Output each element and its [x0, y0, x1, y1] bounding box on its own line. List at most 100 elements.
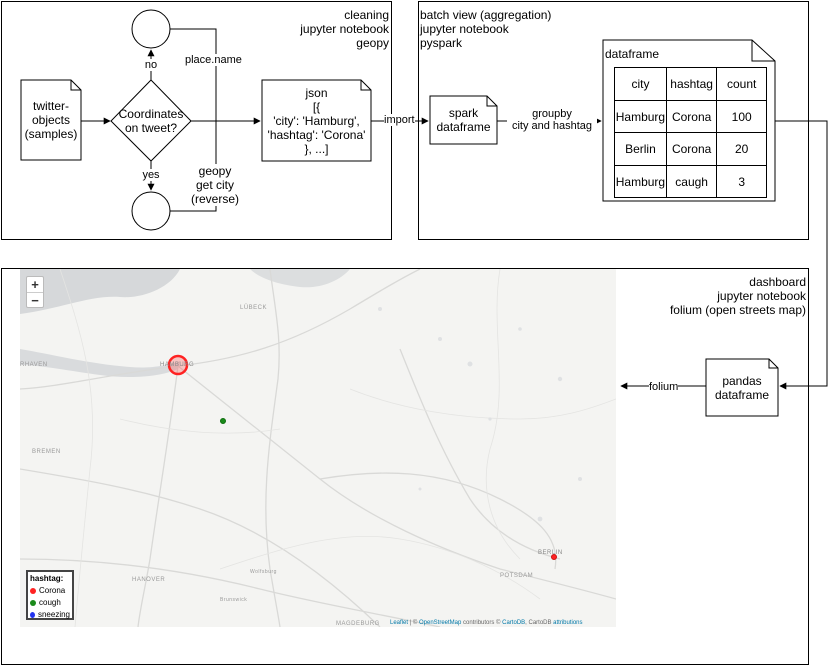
blue-dot-icon [30, 612, 35, 618]
table-header-city: city [614, 67, 667, 101]
batch-header: batch view (aggregation) jupyter noteboo… [420, 8, 551, 50]
map-base-layer [20, 269, 616, 627]
place-wolfsburg: Wolfsburg [250, 569, 277, 575]
json-line-3: 'city': 'Hamburg', [273, 114, 360, 128]
spark-dataframe-node: spark dataframe [430, 96, 497, 144]
twitter-objects-line-3: (samples) [24, 127, 78, 141]
place-hanover: HANOVER [132, 577, 166, 583]
table-cell: Hamburg [614, 165, 667, 198]
groupby-label: groupby city and hashtag [507, 108, 597, 132]
twitter-objects-line-2: objects [31, 113, 71, 127]
json-shape [261, 79, 372, 162]
red-dot-icon [30, 588, 36, 594]
berlin-corona-marker [551, 554, 557, 560]
twitter-objects-shape [20, 79, 82, 161]
batch-header-line-3: pyspark [420, 36, 463, 50]
legend-label: cough [39, 598, 61, 607]
place-lubeck: LÜBECK [240, 305, 268, 311]
zoom-in-button[interactable]: + [31, 277, 39, 292]
dataframe-table: city hashtag count Hamburg Corona 100 Be… [614, 67, 767, 198]
map-legend: hashtag: Corona cough sneezing [26, 570, 74, 620]
no-label: no [142, 59, 160, 71]
cleaning-header-line-1: cleaning [344, 8, 389, 22]
coordinates-decision-node: Coordinates on tweet? [111, 80, 191, 161]
folium-label: folium [649, 381, 679, 393]
batch-view-panel [418, 1, 809, 240]
table-row: Berlin Corona 20 [614, 132, 767, 166]
cleaning-header-line-2: jupyter notebook [300, 22, 389, 36]
place-name-label: place.name [185, 54, 242, 66]
table-cell: Corona [665, 132, 718, 166]
dashboard-header-line-3: folium (open streets map) [669, 303, 806, 317]
folium-map[interactable]: LÜBECK HAMBURG RHAVEN BREMEN BERLIN POTS… [20, 269, 616, 627]
place-bremen: BREMEN [32, 449, 61, 455]
decision-line-2: on tweet? [124, 120, 178, 135]
pandas-line-2: dataframe [714, 387, 770, 402]
hamburg-corona-marker [167, 354, 189, 376]
legend-label: Corona [39, 586, 66, 595]
table-cell: Berlin [614, 132, 667, 166]
geopy-label-line-1: geopy [198, 164, 232, 178]
legend-item-cough: cough [30, 597, 70, 609]
cleaning-header-line-3: geopy [356, 36, 389, 50]
geopy-label-line-3: (reverse) [190, 192, 239, 206]
geopy-label: geopy get city (reverse) [186, 164, 244, 206]
table-cell: caugh [665, 165, 718, 198]
yes-label: yes [140, 169, 162, 181]
pandas-line-1: pandas [722, 373, 762, 388]
place-rhaven: RHAVEN [20, 362, 48, 368]
attrib-sep: | © [408, 620, 419, 626]
json-line-4: 'hashtag': 'Corona' [267, 128, 366, 142]
table-cell: Hamburg [614, 100, 667, 133]
zoom-out-button[interactable]: − [27, 292, 43, 308]
batch-header-line-2: jupyter notebook [420, 22, 509, 36]
attrib-contrib: contributors © [461, 620, 503, 626]
dashboard-header: dashboard jupyter notebook folium (open … [670, 275, 806, 317]
dataframe-title: dataframe [605, 47, 660, 61]
dashboard-header-line-1: dashboard [749, 275, 806, 289]
json-node: json [{ 'city': 'Hamburg', 'hashtag': 'C… [262, 82, 371, 160]
table-row: Hamburg Corona 100 [614, 100, 767, 133]
table-header-hashtag: hashtag [665, 67, 718, 101]
twitter-objects-node: twitter- objects (samples) [21, 80, 81, 160]
attrib-mid: , CartoDB [525, 620, 554, 626]
twitter-objects-line-1: twitter- [33, 99, 69, 113]
groupby-line-1: groupby [532, 108, 572, 120]
table-cell: Corona [665, 100, 718, 133]
table-cell: 3 [716, 165, 767, 198]
json-line-2: [{ [312, 100, 321, 114]
attributions-link[interactable]: attributions [553, 620, 583, 626]
place-magdeburg: MAGDEBURG [336, 621, 380, 627]
json-line-1: json [305, 86, 328, 100]
pandas-dataframe-shape [705, 358, 779, 417]
spark-line-1: spark [448, 106, 479, 120]
place-hamburg: HAMBURG [160, 362, 195, 368]
carto-link[interactable]: CartoDB [502, 620, 526, 626]
json-line-5: }, ...] [304, 142, 329, 156]
table-cell: 100 [716, 100, 767, 133]
dashboard-panel [1, 268, 809, 665]
spark-line-2: dataframe [436, 120, 491, 134]
table-header-count: count [716, 67, 767, 101]
table-row: Hamburg caugh 3 [614, 165, 767, 198]
cleaning-header: cleaning jupyter notebook geopy [300, 8, 389, 50]
place-potsdam: POTSDAM [500, 573, 534, 579]
import-label: import [384, 114, 415, 126]
pandas-dataframe-node: pandas dataframe [706, 361, 778, 414]
spark-dataframe-shape [429, 95, 498, 145]
osm-link[interactable]: OpenStreetMap [419, 620, 462, 626]
green-dot-icon [30, 600, 36, 606]
table-cell: 20 [716, 132, 767, 166]
leaflet-link[interactable]: Leaflet [390, 620, 409, 626]
decision-line-1: Coordinates [118, 106, 184, 121]
dashboard-header-line-2: jupyter notebook [717, 289, 806, 303]
batch-header-line-1: batch view (aggregation) [420, 8, 552, 22]
groupby-line-2: city and hashtag [511, 120, 593, 132]
place-berlin: BERLIN [538, 550, 563, 556]
geopy-label-line-2: get city [195, 178, 234, 192]
map-zoom-control: + − [26, 276, 44, 308]
legend-title: hashtag: [30, 574, 64, 583]
legend-label: sneezing [37, 610, 70, 619]
cough-marker [220, 418, 226, 424]
legend-item-corona: Corona [30, 585, 70, 597]
